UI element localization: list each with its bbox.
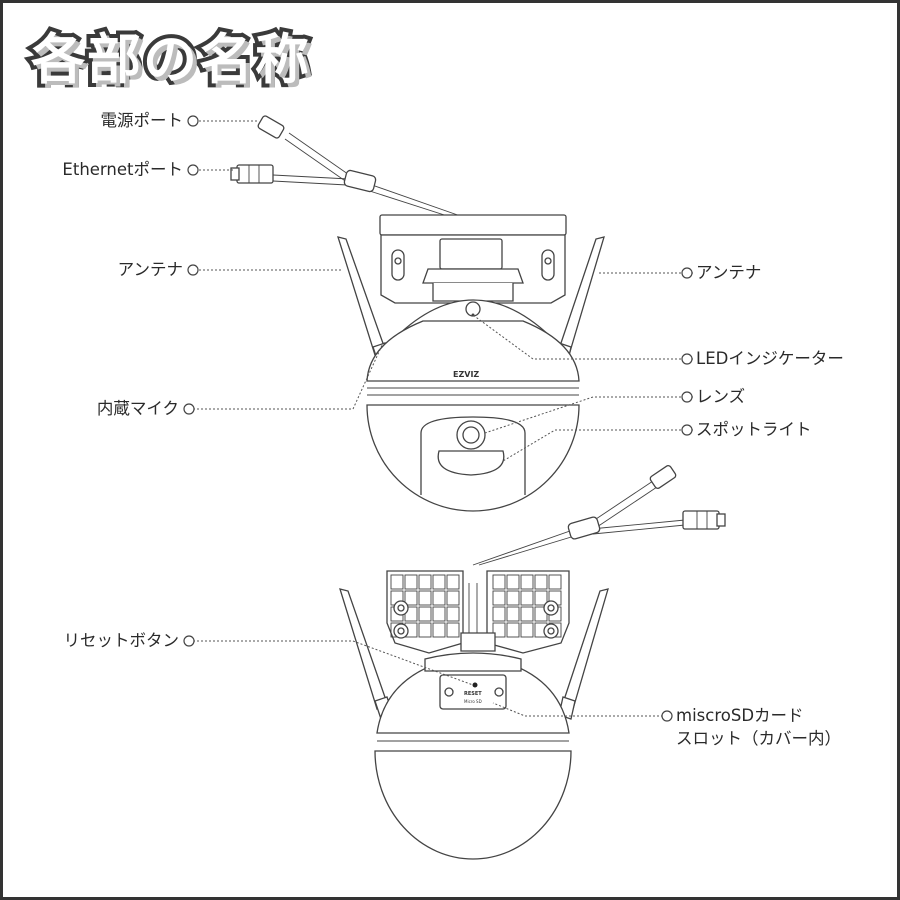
bracket-rib-grid-left xyxy=(390,574,460,638)
label-reset-button: リセットボタン xyxy=(63,631,180,650)
bracket-rib-cell xyxy=(534,574,548,590)
bracket-rib-cell xyxy=(520,622,534,638)
mounting-bracket-back xyxy=(386,570,570,654)
cable-assembly-back xyxy=(468,465,726,645)
bracket-rib-cell xyxy=(446,606,460,622)
microsd-cover xyxy=(439,674,507,710)
label-power-port: 電源ポート xyxy=(100,111,184,130)
bracket-rib-cell xyxy=(432,606,446,622)
antenna-left-back xyxy=(339,588,394,720)
mounting-bracket-front xyxy=(379,214,567,304)
front-view: EZVIZ xyxy=(230,115,605,512)
svg-text:Micro SD: Micro SD xyxy=(464,699,482,704)
svg-text:RESET: RESET xyxy=(464,691,482,697)
bracket-rib-cell xyxy=(432,574,446,590)
bracket-rib-grid-right xyxy=(492,574,562,638)
leader-lines xyxy=(193,120,693,717)
label-antenna-right: アンテナ xyxy=(696,263,762,282)
bracket-rib-cell xyxy=(404,574,418,590)
bracket-rib-cell xyxy=(492,622,506,638)
bracket-rib-cell xyxy=(534,590,548,606)
bracket-rib-cell xyxy=(418,622,432,638)
label-microphone: 内蔵マイク xyxy=(96,399,179,418)
bracket-rib-cell xyxy=(492,574,506,590)
bracket-rib-cell xyxy=(506,590,520,606)
camera-body-back: RESET Micro SD xyxy=(374,652,572,860)
brand-logo: EZVIZ xyxy=(453,370,479,379)
bracket-rib-cell xyxy=(432,590,446,606)
bracket-rib-cell xyxy=(418,606,432,622)
back-view: RESET Micro SD xyxy=(339,465,726,860)
page-title: 各部の名称 xyxy=(27,24,313,95)
bracket-rib-cell xyxy=(446,622,460,638)
camera-head-front: EZVIZ xyxy=(366,299,580,512)
label-antenna-left: アンテナ xyxy=(117,260,183,279)
bracket-rib-cell xyxy=(390,574,404,590)
label-lens: レンズ xyxy=(696,387,746,406)
bracket-rib-cell xyxy=(520,590,534,606)
bracket-rib-cell xyxy=(520,574,534,590)
bracket-rib-cell xyxy=(492,590,506,606)
label-led-indicator: LEDインジケーター xyxy=(696,349,844,368)
bracket-rib-cell xyxy=(548,574,562,590)
camera-illustration: EZVIZ xyxy=(183,115,726,860)
bracket-rib-cell xyxy=(446,590,460,606)
bracket-rib-cell xyxy=(418,590,432,606)
svg-text:EZVIZ: EZVIZ xyxy=(453,370,479,379)
bracket-rib-cell xyxy=(432,622,446,638)
bracket-rib-cell xyxy=(506,622,520,638)
bracket-rib-cell xyxy=(506,574,520,590)
bracket-rib-cell xyxy=(506,606,520,622)
label-ethernet-port: Ethernetポート xyxy=(62,160,183,179)
bracket-rib-cell xyxy=(520,606,534,622)
bracket-rib-cell xyxy=(404,590,418,606)
label-microsd-slot-line2: スロット（カバー内） xyxy=(676,729,841,748)
bracket-rib-cell xyxy=(446,574,460,590)
reset-button xyxy=(472,682,478,688)
label-microsd-slot-line1: miscroSDカード xyxy=(676,706,804,725)
bracket-rib-cell xyxy=(492,606,506,622)
label-spotlight: スポットライト xyxy=(696,420,812,439)
cable-assembly-front xyxy=(230,115,470,222)
bracket-rib-cell xyxy=(418,574,432,590)
callout-markers xyxy=(183,115,693,722)
